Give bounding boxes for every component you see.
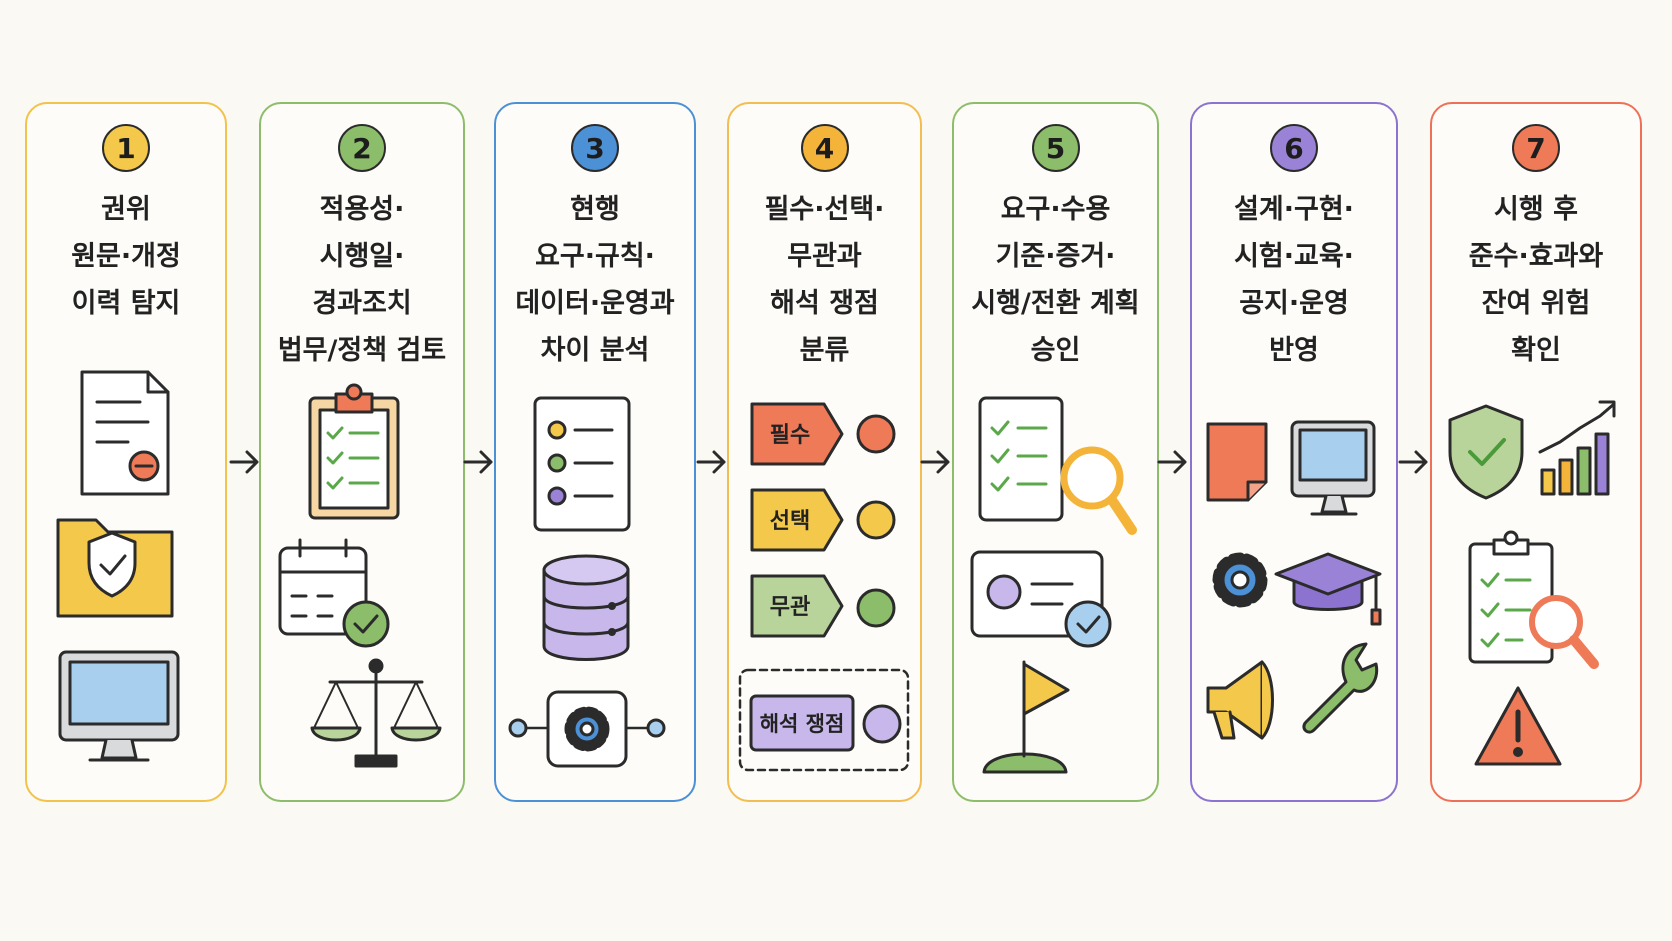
arrow-right-icon bbox=[229, 450, 259, 474]
tag-required-label: 필수 bbox=[770, 423, 810, 448]
step-number-badge: 1 bbox=[102, 124, 150, 172]
integration-gear-icon bbox=[508, 690, 666, 768]
database-icon bbox=[542, 554, 630, 661]
tag-optional-label: 선택 bbox=[770, 509, 810, 534]
step-title: 설계·구현· 시험·교육· 공지·운영 반영 bbox=[1234, 194, 1354, 366]
step-number-badge: 2 bbox=[338, 124, 386, 172]
warning-icon bbox=[1474, 686, 1562, 766]
tag-irrelevant: 무관 bbox=[750, 574, 896, 638]
tag-required: 필수 bbox=[750, 402, 896, 466]
step-title: 현행 요구·규칙· 데이터·운영과 차이 분석 bbox=[515, 194, 675, 366]
sticky-note-icon bbox=[1206, 422, 1268, 502]
tag-interpretation-label: 해석 쟁점 bbox=[760, 712, 845, 736]
gear-icon bbox=[1212, 552, 1268, 608]
clipboard-magnifier-icon bbox=[1468, 530, 1599, 669]
step-title: 적용성· 시행일· 경과조치 법무/정책 검토 bbox=[277, 194, 447, 366]
balance-scale-icon bbox=[310, 658, 442, 768]
tag-irrelevant-label: 무관 bbox=[770, 595, 810, 620]
step-card-2: 2 적용성· 시행일· 경과조치 법무/정책 검토 bbox=[259, 102, 465, 802]
step-title: 시행 후 준수·효과와 잔여 위험 확인 bbox=[1468, 194, 1604, 366]
arrow-right-icon bbox=[1157, 450, 1187, 474]
tag-interpretation-issue: 해석 쟁점 bbox=[738, 668, 910, 772]
step-title: 권위 원문·개정 이력 탐지 bbox=[71, 194, 181, 319]
clipboard-checklist-icon bbox=[308, 383, 400, 520]
graduation-cap-icon bbox=[1274, 552, 1382, 626]
step-number-badge: 4 bbox=[800, 124, 849, 172]
arrow-right-icon bbox=[920, 450, 950, 474]
step-number-badge: 3 bbox=[571, 124, 619, 172]
flag-on-hill-icon bbox=[982, 660, 1070, 774]
step-title: 필수·선택· 무관과 해석 쟁점 분류 bbox=[764, 194, 885, 366]
checklist-icon bbox=[533, 396, 631, 532]
calendar-check-icon bbox=[278, 538, 390, 648]
id-card-check-icon bbox=[970, 550, 1112, 648]
megaphone-icon bbox=[1206, 660, 1274, 740]
growth-chart-icon bbox=[1538, 400, 1616, 496]
step-number-badge: 6 bbox=[1270, 124, 1318, 172]
shield-check-icon bbox=[1448, 404, 1524, 500]
step-number-badge: 5 bbox=[1031, 124, 1080, 172]
step-number-badge: 7 bbox=[1512, 124, 1560, 172]
tag-optional: 선택 bbox=[750, 488, 896, 552]
folder-shield-icon bbox=[56, 518, 174, 618]
monitor-icon bbox=[1290, 420, 1376, 516]
arrow-right-icon bbox=[463, 450, 493, 474]
arrow-right-icon bbox=[696, 450, 726, 474]
arrow-right-icon bbox=[1398, 450, 1428, 474]
checklist-magnifier-icon bbox=[978, 396, 1137, 535]
step-title: 요구·수용 기준·증거· 시행/전환 계획 승인 bbox=[971, 194, 1140, 366]
wrench-icon bbox=[1302, 642, 1379, 734]
document-minus-icon bbox=[80, 370, 170, 496]
monitor-icon bbox=[58, 650, 180, 762]
